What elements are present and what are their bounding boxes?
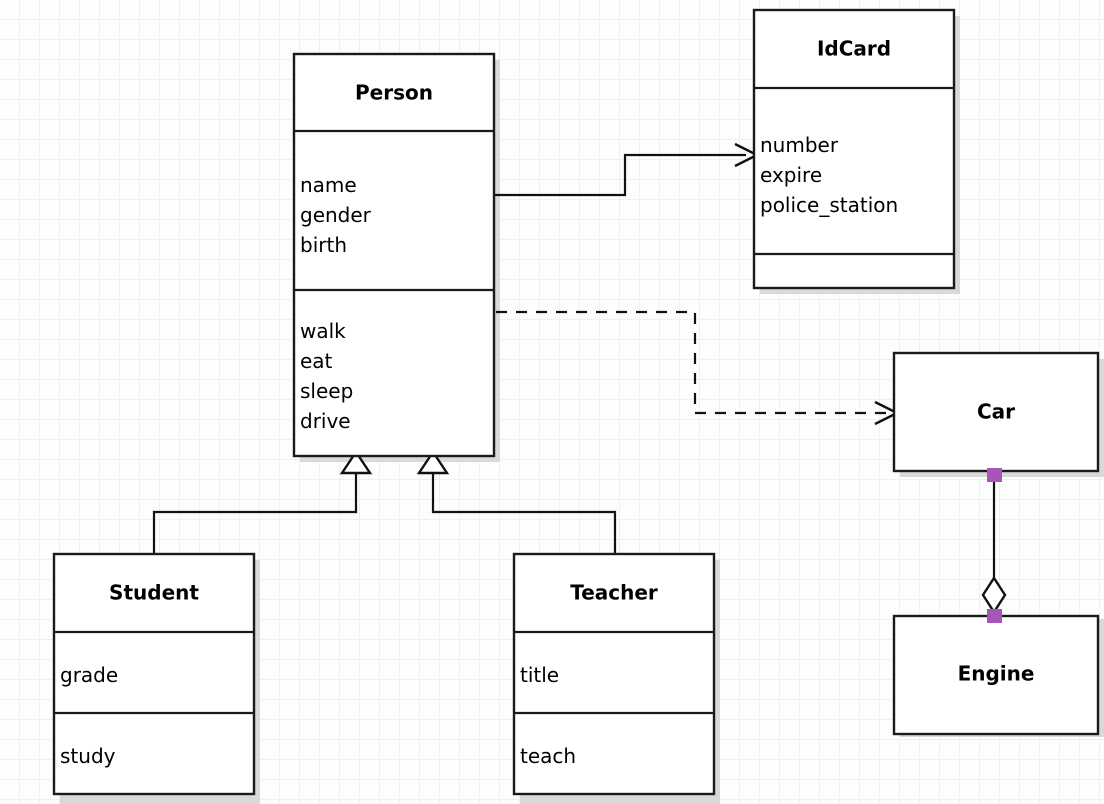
teacher-box[interactable] bbox=[512, 552, 716, 796]
class-node-teacher[interactable]: Teacher title teach bbox=[512, 552, 716, 796]
student-method-0: study bbox=[60, 744, 116, 768]
person-method-1: eat bbox=[300, 349, 333, 373]
engine-class-name: Engine bbox=[958, 662, 1035, 686]
student-attribute-0: grade bbox=[60, 663, 118, 687]
generalization-line[interactable] bbox=[431, 472, 617, 554]
edge-teacher-person[interactable] bbox=[416, 449, 617, 554]
teacher-class-name: Teacher bbox=[570, 581, 658, 605]
person-method-0: walk bbox=[300, 319, 346, 343]
car-box[interactable] bbox=[892, 351, 1100, 473]
edge-person-car[interactable] bbox=[496, 310, 900, 426]
hollow-triangle-icon bbox=[339, 449, 373, 475]
student-box[interactable] bbox=[52, 552, 256, 796]
car-connection-handle[interactable] bbox=[987, 468, 1002, 482]
edge-student-person[interactable] bbox=[152, 449, 373, 554]
person-method-2: sleep bbox=[300, 379, 353, 403]
student-class-name: Student bbox=[109, 581, 199, 605]
idcard-class-name: IdCard bbox=[817, 37, 891, 61]
idcard-attribute-1: expire bbox=[760, 163, 822, 187]
person-method-3: drive bbox=[300, 409, 351, 433]
person-attribute-0: name bbox=[300, 173, 357, 197]
person-class-name: Person bbox=[355, 81, 433, 105]
car-class-name: Car bbox=[977, 400, 1015, 424]
edge-person-idcard[interactable] bbox=[494, 142, 760, 197]
class-node-engine[interactable]: Engine bbox=[892, 609, 1100, 736]
generalization-line[interactable] bbox=[152, 472, 358, 554]
person-attribute-1: gender bbox=[300, 203, 372, 227]
idcard-attribute-2: police_station bbox=[760, 193, 898, 217]
teacher-method-0: teach bbox=[520, 744, 576, 768]
dependency-line[interactable] bbox=[496, 310, 886, 415]
edge-car-engine[interactable] bbox=[981, 474, 1007, 615]
idcard-attribute-0: number bbox=[760, 133, 839, 157]
person-attribute-2: birth bbox=[300, 233, 347, 257]
hollow-triangle-icon bbox=[416, 449, 450, 475]
teacher-attribute-0: title bbox=[520, 663, 559, 687]
person-box[interactable] bbox=[292, 52, 496, 458]
class-node-car[interactable]: Car bbox=[892, 351, 1100, 482]
class-node-idcard[interactable]: IdCard number expire police_station bbox=[752, 8, 956, 290]
hollow-diamond-icon bbox=[981, 575, 1007, 615]
idcard-box[interactable] bbox=[752, 8, 956, 290]
association-line[interactable] bbox=[494, 153, 746, 197]
engine-connection-handle[interactable] bbox=[987, 609, 1002, 623]
class-node-person[interactable]: Person name gender birth walk eat sleep … bbox=[292, 52, 496, 458]
class-node-student[interactable]: Student grade study bbox=[52, 552, 256, 796]
